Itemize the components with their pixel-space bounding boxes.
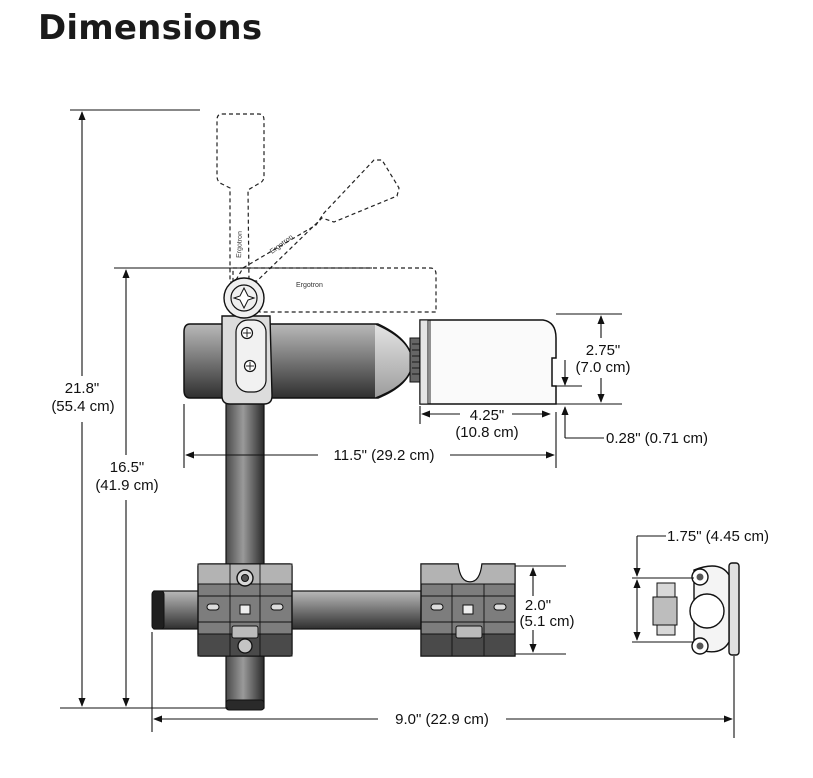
label-cradle-height-cm: (7.0 cm) xyxy=(575,359,630,376)
label-block-height-in: 2.0" xyxy=(525,597,551,614)
arm-engraving-vertical: Ergotron xyxy=(236,231,244,258)
label-clamp-depth: 1.75" (4.45 cm) xyxy=(667,528,769,545)
label-block-height-cm: (5.1 cm) xyxy=(519,613,574,630)
label-total-height-in: 21.8" xyxy=(65,380,100,397)
label-cradle-width-cm: (10.8 cm) xyxy=(455,424,518,441)
label-upright-height-in: 16.5" xyxy=(110,459,145,476)
device-cradle xyxy=(419,319,557,405)
dashed-arm-angled xyxy=(234,159,400,282)
label-arm-length: 11.5" (29.2 cm) xyxy=(334,447,435,464)
clamp-block-left xyxy=(197,563,293,657)
label-cradle-width-in: 4.25" xyxy=(470,407,505,424)
label-lip-depth: 0.28" (0.71 cm) xyxy=(606,430,708,447)
pivot-bracket xyxy=(221,277,273,405)
dim-block-height xyxy=(515,565,566,655)
clamp-block-right xyxy=(420,563,516,657)
dim-cradle-height xyxy=(556,313,622,405)
arm-engraving-horizontal: Ergotron xyxy=(296,282,323,289)
dim-cradle-width xyxy=(419,406,551,424)
dim-base-length xyxy=(151,632,735,738)
dim-upright-height xyxy=(114,267,372,707)
dashed-arm-horizontal xyxy=(232,267,437,313)
arm-body xyxy=(183,323,425,399)
label-total-height-cm: (55.4 cm) xyxy=(51,398,114,415)
upright-pole xyxy=(225,397,265,711)
dim-side-clamp-height xyxy=(632,579,694,643)
dim-arm-length xyxy=(183,404,557,468)
label-upright-height-cm: (41.9 cm) xyxy=(95,477,158,494)
dim-lip-depth xyxy=(552,360,604,439)
clamp-side-view xyxy=(652,562,740,656)
dim-clamp-depth xyxy=(632,535,694,579)
page-title: Dimensions xyxy=(38,8,263,48)
arm-engraving-angled: Ergotron xyxy=(269,234,295,256)
dim-total-height xyxy=(60,109,228,709)
label-base-length: 9.0" (22.9 cm) xyxy=(395,711,489,728)
label-cradle-height-in: 2.75" xyxy=(586,342,621,359)
dashed-arm-vertical xyxy=(216,113,265,283)
